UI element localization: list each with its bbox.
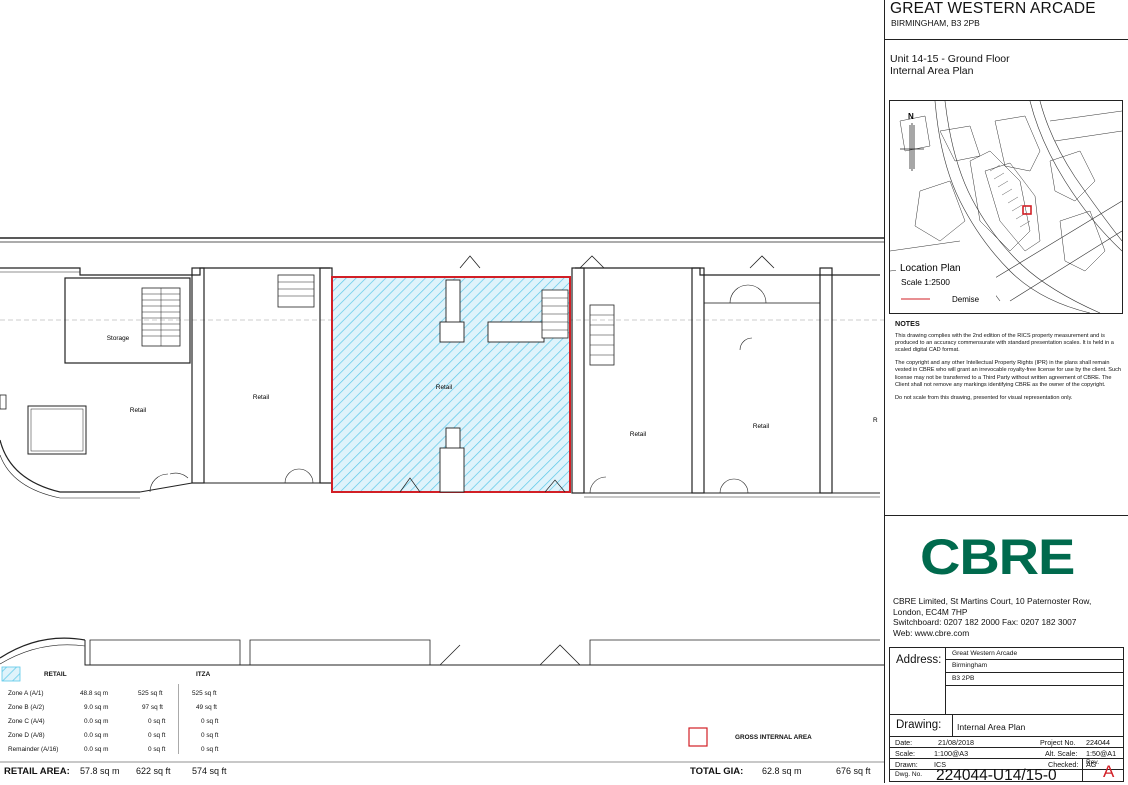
alt-scale-label: Alt. Scale:: [1045, 749, 1078, 758]
gia-label: TOTAL GIA:: [690, 766, 744, 777]
rear-wall-left: [0, 267, 330, 276]
dwg-number: 224044-U14/15-0: [936, 767, 1057, 784]
north-label: N: [908, 112, 914, 121]
retail-legend-swatch: [1, 666, 21, 682]
plan-type: Internal Area Plan: [890, 65, 974, 77]
project-value: 224044: [1086, 738, 1110, 747]
retail-area-sqft: 622 sq ft: [136, 766, 171, 776]
title-sidebar: [884, 0, 1128, 783]
itza-heading: ITZA: [196, 671, 211, 678]
site-title: GREAT WESTERN ARCADE: [890, 0, 1096, 17]
project-label: Project No.: [1040, 738, 1076, 747]
room-label-retail: R: [873, 417, 878, 424]
floor-plan: Storage Retail Retail Retail Retail Reta…: [0, 237, 884, 763]
schedule-row-sqft: 97 sq ft: [142, 704, 163, 711]
schedule-row-sqm: 9.0 sq m: [84, 704, 109, 711]
gia-sqm: 62.8 sq m: [762, 766, 802, 776]
retail-area-sqm: 57.8 sq m: [80, 766, 120, 776]
storage-room: [64, 277, 191, 364]
demise-marker: [1022, 205, 1032, 215]
north-arrow-icon: [900, 123, 924, 171]
room-label-retail: Retail: [753, 423, 769, 430]
schedule-row-label: Zone B (A/2): [8, 704, 45, 711]
schedule-row-label: Remainder (A/16): [8, 746, 59, 753]
schedule-row-sqft: 0 sq ft: [148, 746, 166, 753]
room-label-retail-demise: Retail: [436, 384, 452, 391]
date-label: Date:: [895, 738, 913, 747]
address-line: Great Western Arcade: [952, 650, 1018, 657]
address-label: Address:: [896, 654, 942, 666]
drawn-value: ICS: [934, 760, 946, 769]
drawing-label: Drawing:: [896, 719, 942, 731]
schedule-row-label: Zone C (A/4): [8, 718, 45, 725]
notes: NOTES This drawing complies with the 2nd…: [895, 320, 1123, 408]
address-line: B3 2PB: [952, 675, 975, 682]
gia-sqft: 676 sq ft: [836, 766, 871, 776]
location-plan: N Location Plan Scale 1:2500 Demise: [889, 100, 1123, 314]
curved-wall: [0, 439, 140, 493]
room-label-retail: Retail: [630, 431, 646, 438]
revision-letter: A: [1103, 762, 1115, 781]
location-map: N Location Plan Scale 1:2500 Demise: [890, 101, 1122, 313]
gia-heading: GROSS INTERNAL AREA: [735, 734, 812, 741]
schedule-row-label: Zone A (A/1): [8, 690, 44, 697]
schedule-row-itza: 0 sq ft: [201, 718, 219, 725]
notes-paragraph: The copyright and any other Intellectual…: [895, 360, 1122, 388]
notes-paragraph: This drawing complies with the 2nd editi…: [895, 333, 1114, 354]
scale-label: Scale:: [895, 749, 915, 758]
retail-area-itza: 574 sq ft: [192, 766, 227, 776]
room-label-storage: Storage: [107, 335, 130, 342]
contact-line: London, EC4M 7HP: [893, 606, 968, 617]
scale-value: 1:100@A3: [934, 749, 969, 758]
schedule-row-sqm: 48.8 sq m: [80, 690, 109, 697]
cbre-logo: CBRE: [920, 529, 1075, 585]
room-label-retail: Retail: [253, 394, 269, 401]
address-line: Birmingham: [952, 662, 988, 669]
date-value: 21/08/2018: [938, 738, 974, 747]
contact-line: CBRE Limited, St Martins Court, 10 Pater…: [893, 596, 1092, 606]
retail-heading: RETAIL: [44, 671, 67, 678]
schedule-row-itza: 49 sq ft: [196, 704, 217, 711]
retail-area-label: RETAIL AREA:: [4, 766, 70, 777]
notes-heading: NOTES: [895, 319, 920, 328]
unit-title: Unit 14-15 - Ground Floor: [890, 53, 1010, 65]
checked-label: Checked:: [1048, 760, 1079, 769]
rev-label: Rev.: [1086, 759, 1100, 766]
company-contact: CBRE Limited, St Martins Court, 10 Pater…: [893, 596, 1091, 638]
rear-wall-right: [575, 267, 880, 276]
schedule-row-label: Zone D (A/8): [8, 732, 45, 739]
location-plan-scale: Scale 1:2500: [901, 277, 950, 287]
dwg-label: Dwg. No.: [895, 771, 923, 778]
schedule-row-sqm: 0.0 sq m: [84, 718, 109, 725]
site-address: BIRMINGHAM, B3 2PB: [891, 18, 980, 28]
alt-scale-value: 1:50@A1: [1086, 749, 1117, 758]
drawing-value: Internal Area Plan: [957, 722, 1026, 732]
schedule-row-itza: 0 sq ft: [201, 746, 219, 753]
gia-legend-swatch: [688, 727, 708, 747]
drawn-label: Drawn:: [895, 760, 918, 769]
schedule-row-itza: 525 sq ft: [192, 690, 217, 697]
title-block: Address: Great Western Arcade Birmingham…: [889, 647, 1124, 784]
schedule-row-sqm: 0.0 sq m: [84, 732, 109, 739]
contact-line: Web: www.cbre.com: [893, 627, 970, 638]
contact-line: Switchboard: 0207 182 2000 Fax: 0207 182…: [893, 617, 1077, 628]
demise-legend-label: Demise: [952, 295, 980, 304]
notes-paragraph: Do not scale from this drawing, presente…: [895, 394, 1073, 401]
location-plan-title: Location Plan: [900, 263, 961, 274]
checked-value: AG: [1086, 760, 1097, 769]
schedule-row-sqft: 525 sq ft: [138, 690, 163, 697]
schedule-row-sqm: 0.0 sq m: [84, 746, 109, 753]
schedule-row-sqft: 0 sq ft: [148, 718, 166, 725]
party-walls: [191, 267, 833, 494]
schedule-row-itza: 0 sq ft: [201, 732, 219, 739]
schedule-row-sqft: 0 sq ft: [148, 732, 166, 739]
room-label-retail: Retail: [130, 407, 146, 414]
